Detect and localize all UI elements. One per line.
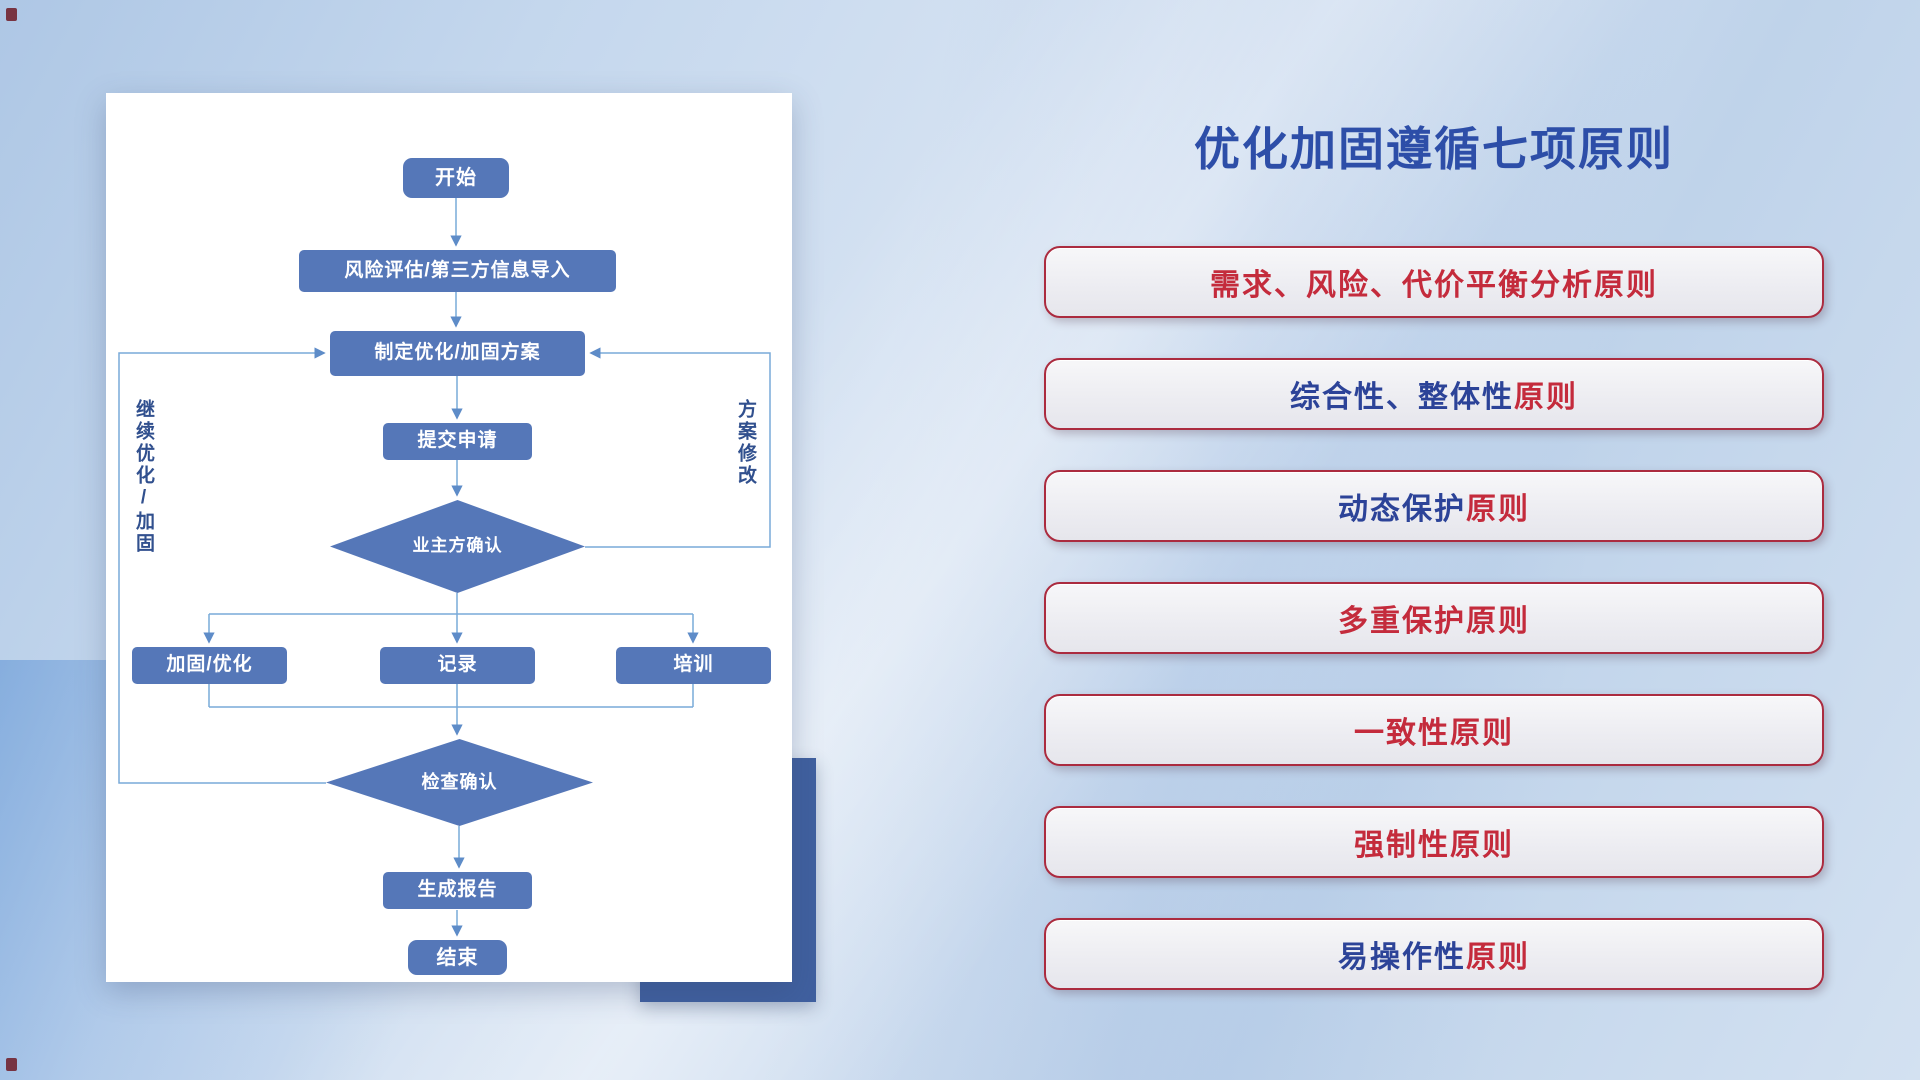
flow-node-harden: 加固/优化: [132, 647, 287, 684]
principle-text: 易操作性: [1338, 941, 1466, 974]
principle-text: 原则: [1466, 493, 1530, 526]
corner-mark-bottom: [6, 1058, 17, 1071]
flow-node-make-plan: 制定优化/加固方案: [330, 331, 585, 376]
flow-label-continue-loop: 继续优化/加固: [133, 399, 154, 555]
principle-box: 一致性原则: [1044, 694, 1824, 766]
flow-node-submit: 提交申请: [383, 423, 532, 460]
flow-node-risk-import: 风险评估/第三方信息导入: [299, 250, 616, 292]
principle-text: 强制性原则: [1354, 829, 1514, 862]
flow-node-training: 培训: [616, 647, 771, 684]
principle-box: 综合性、整体性原则: [1044, 358, 1824, 430]
principle-text: 原则: [1466, 941, 1530, 974]
principles-list: 需求、风险、代价平衡分析原则综合性、整体性原则动态保护原则多重保护原则一致性原则…: [1044, 246, 1824, 990]
flow-label-modify-loop: 方案修改: [735, 399, 756, 487]
principle-box: 需求、风险、代价平衡分析原则: [1044, 246, 1824, 318]
principle-text: 一致性原则: [1354, 717, 1514, 750]
flowchart-connectors: [118, 198, 771, 937]
flow-node-record: 记录: [380, 647, 535, 684]
flow-node-start: 开始: [403, 158, 509, 198]
page-title: 优化加固遵循七项原则: [1194, 123, 1674, 175]
principle-box: 动态保护原则: [1044, 470, 1824, 542]
principle-box: 多重保护原则: [1044, 582, 1824, 654]
principle-box: 易操作性原则: [1044, 918, 1824, 990]
corner-mark-top: [6, 8, 17, 21]
principle-text: 需求、风险、代价平衡分析原则: [1210, 269, 1658, 302]
principle-text: 多重保护原则: [1338, 605, 1530, 638]
principle-box: 强制性原则: [1044, 806, 1824, 878]
principle-text: 原则: [1514, 381, 1578, 414]
flow-node-end: 结束: [408, 940, 507, 975]
flow-node-report: 生成报告: [383, 872, 532, 909]
flowchart-card: 开始 风险评估/第三方信息导入 制定优化/加固方案 提交申请 业主方确认 加固/…: [106, 93, 792, 982]
principle-text: 综合性、整体性: [1290, 381, 1514, 414]
principle-text: 动态保护: [1338, 493, 1466, 526]
